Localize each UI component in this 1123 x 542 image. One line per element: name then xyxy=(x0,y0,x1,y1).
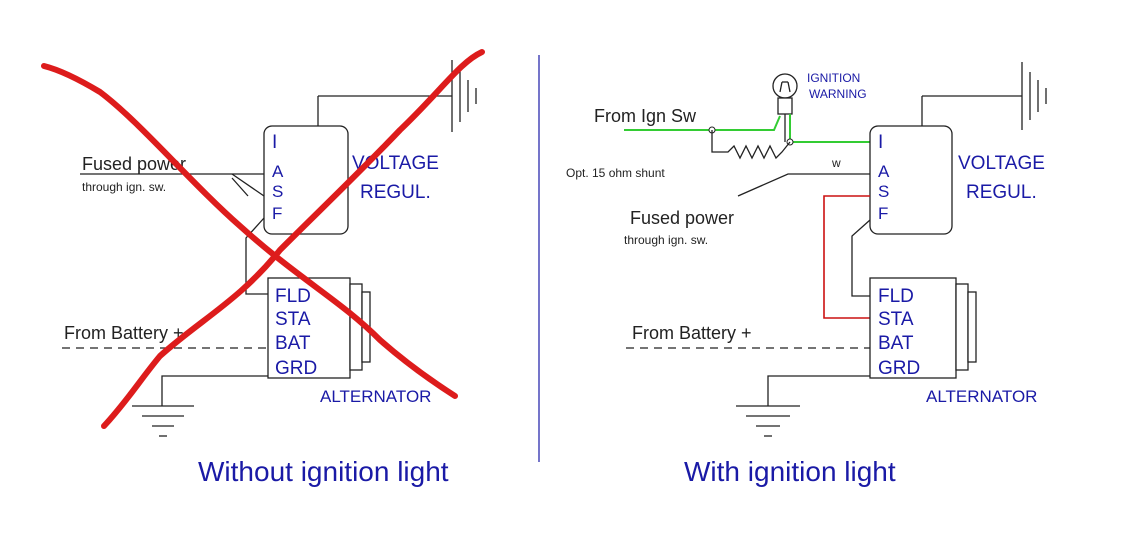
cross-out-mark xyxy=(41,63,458,399)
reg-pin-f-left: F xyxy=(272,204,282,223)
voltage-label-right: VOLTAGE xyxy=(958,153,1045,174)
reg-pin-i-right: I xyxy=(878,132,883,153)
ground-symbol-bottom-left xyxy=(132,375,268,437)
from-battery-label-left: From Battery + xyxy=(64,323,184,343)
alternator-box-left xyxy=(267,277,351,379)
alt-pin-bat-right: BAT xyxy=(878,333,914,354)
alt-pin-grd-left: GRD xyxy=(275,358,317,379)
reg-pin-a-right: A xyxy=(878,162,890,181)
shunt-resistor xyxy=(711,130,791,160)
ground-symbol-bottom-right xyxy=(736,375,870,437)
alternator-label-left: ALTERNATOR xyxy=(320,387,431,406)
reg-pin-s-right: S xyxy=(878,182,889,201)
alt-pin-fld-right: FLD xyxy=(878,286,914,307)
alt-pin-sta-right: STA xyxy=(878,309,914,330)
from-ign-sw-label: From Ign Sw xyxy=(594,106,697,126)
ignition-label: IGNITION xyxy=(807,71,860,85)
sta-sense-wire xyxy=(823,195,870,319)
shunt-label: Opt. 15 ohm shunt xyxy=(566,166,665,180)
reg-pin-i-left: I xyxy=(272,132,277,153)
ignition-warning-lamp xyxy=(772,73,798,142)
warning-label: WARNING xyxy=(809,87,867,101)
left-panel: I A S F VOLTAGE REGUL. Fused power throu… xyxy=(41,49,485,487)
alt-pin-grd-right: GRD xyxy=(878,358,920,379)
voltage-regulator-box-right xyxy=(869,125,953,235)
regul-label-right: REGUL. xyxy=(966,182,1037,203)
right-panel: IGNITION WARNING From Ign Sw Opt. 15 ohm… xyxy=(566,62,1047,487)
from-battery-label-right: From Battery + xyxy=(632,323,752,343)
ground-symbol-top-left xyxy=(317,60,477,132)
reg-pin-f-right: F xyxy=(878,204,888,223)
alt-pin-fld-left: FLD xyxy=(275,286,311,307)
reg-pin-a-left: A xyxy=(272,162,284,181)
alternator-box-right xyxy=(869,277,957,379)
through-ign-label-right: through ign. sw. xyxy=(624,233,708,247)
alt-pin-sta-left: STA xyxy=(275,309,311,330)
caption-left: Without ignition light xyxy=(198,456,449,487)
fused-power-label-left: Fused power xyxy=(82,154,186,174)
ground-symbol-top-right xyxy=(921,62,1047,130)
caption-right: With ignition light xyxy=(684,456,896,487)
alternator-label-right: ALTERNATOR xyxy=(926,387,1037,406)
fused-power-label-right: Fused power xyxy=(630,208,734,228)
reg-pin-s-left: S xyxy=(272,182,283,201)
alt-pin-bat-left: BAT xyxy=(275,333,311,354)
regul-label-left: REGUL. xyxy=(360,182,431,203)
through-ign-label-left: through ign. sw. xyxy=(82,180,166,194)
w-label: w xyxy=(831,156,841,170)
